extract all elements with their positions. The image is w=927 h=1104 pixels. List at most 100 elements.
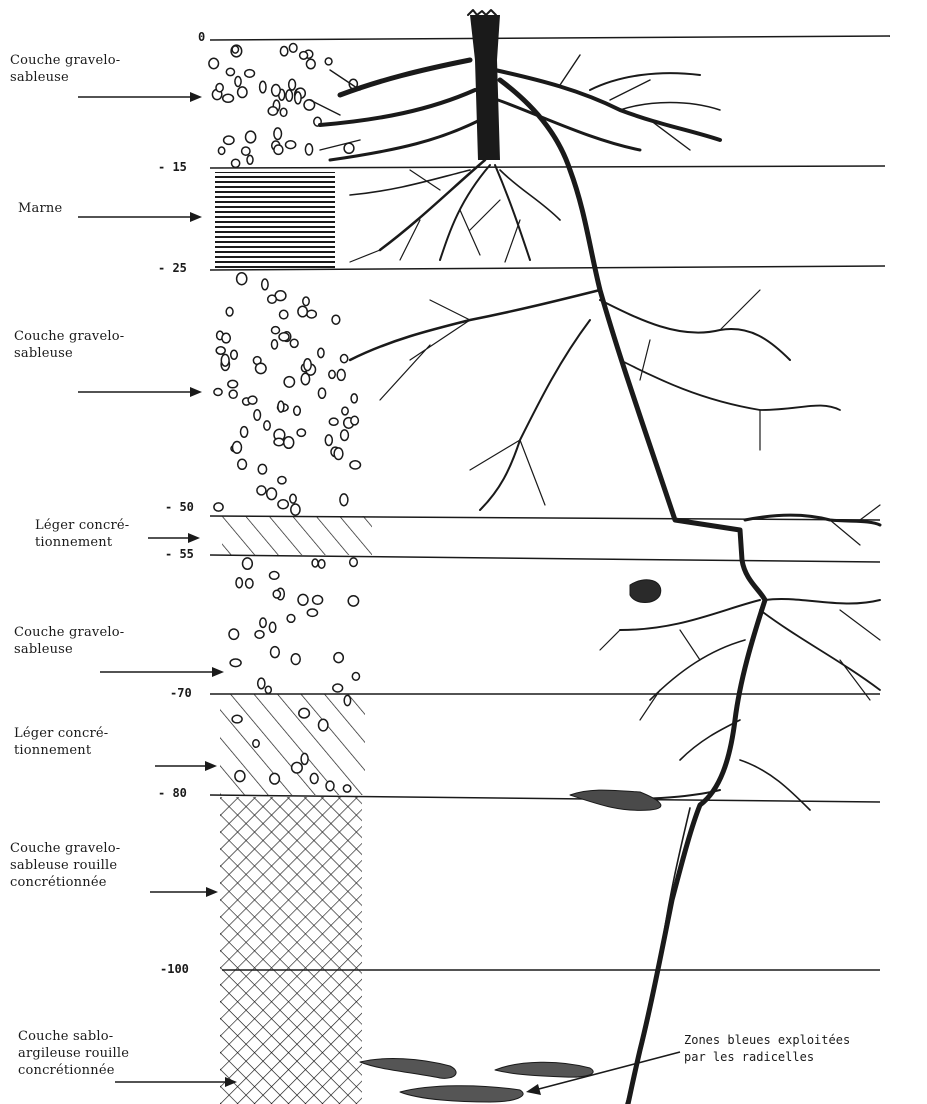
gravel-pebble [298, 306, 307, 317]
marl-texture [215, 172, 335, 268]
depth-marker-50: - 50 [165, 500, 194, 514]
blue-zone-2 [570, 790, 661, 810]
gravel-pebble [290, 339, 298, 347]
blue-zone-4 [495, 1062, 593, 1077]
gravel-pebble [237, 273, 247, 285]
gravel-pebble [290, 494, 296, 503]
gravel-pebble [268, 295, 277, 303]
gravel-pebble [334, 448, 343, 460]
gravel-pebble [344, 143, 354, 153]
depth-marker-25: - 25 [158, 261, 187, 275]
gravel-pebble [291, 654, 300, 665]
layer-label-7: Couche gravelo- sableuse rouille concrét… [10, 840, 120, 891]
gravel-pebble [229, 390, 237, 398]
gravel-pebble [243, 558, 253, 569]
gravel-pebble [246, 579, 253, 588]
gravel-texture-2 [214, 273, 361, 516]
horizon-line-0 [210, 36, 890, 40]
gravel-pebble [278, 500, 288, 509]
layer-label-8: Couche sablo- argileuse rouille concréti… [18, 1028, 129, 1079]
gravel-pebble [258, 464, 266, 474]
depth-marker-0: 0 [198, 30, 205, 44]
gravel-pebble [332, 315, 340, 324]
gravel-pebble [271, 647, 280, 658]
horizon-line-55 [210, 555, 880, 562]
gravel-pebble [312, 559, 318, 567]
layer-label-3: Couche gravelo- sableuse [14, 328, 124, 362]
gravel-pebble [255, 631, 264, 639]
trunk-base [470, 15, 500, 160]
gravel-pebble [351, 394, 357, 403]
gravel-pebble [351, 416, 359, 425]
gravel-pebble [231, 350, 238, 359]
gravel-pebble [216, 84, 223, 92]
gravel-pebble [248, 396, 257, 404]
gravel-pebble [299, 708, 310, 718]
gravel-pebble [270, 572, 279, 580]
gravel-pebble [230, 659, 241, 667]
gravel-pebble [295, 92, 301, 104]
gravel-pebble [329, 370, 335, 378]
layer-label-5: Couche gravelo- sableuse [14, 624, 124, 658]
gravel-pebble [268, 107, 277, 115]
gravel-pebble [337, 369, 345, 380]
gravel-pebble [267, 488, 277, 500]
gravel-pebble [258, 678, 265, 689]
gravel-pebble [265, 686, 271, 693]
gravel-pebble [343, 785, 350, 792]
gravel-pebble [222, 333, 230, 343]
gravel-pebble [238, 459, 247, 469]
gravel-pebble [236, 578, 242, 588]
gravel-pebble [280, 47, 287, 56]
gravel-pebble [272, 340, 278, 349]
gravel-pebble [274, 145, 283, 154]
gravel-pebble [305, 144, 312, 155]
gravel-pebble [307, 609, 317, 616]
gravel-texture-1 [209, 44, 358, 168]
gravel-pebble [232, 159, 240, 167]
gravel-pebble [226, 307, 233, 316]
gravel-pebble [300, 52, 308, 60]
gravel-pebble [292, 762, 303, 773]
gravel-pebble [269, 622, 275, 632]
layer-label-1: Couche gravelo- sableuse [10, 52, 120, 86]
gravel-pebble [272, 85, 281, 97]
gravel-pebble [307, 310, 316, 318]
gravel-pebble [254, 410, 261, 421]
gravel-pebble [301, 373, 309, 384]
gravel-pebble [350, 461, 361, 469]
blue-zone-5 [400, 1086, 523, 1102]
gravel-pebble [246, 131, 256, 143]
gravel-pebble [274, 438, 284, 445]
gravel-pebble [242, 147, 250, 155]
layer-label-2: Marne [18, 200, 62, 217]
gravel-pebble [245, 70, 255, 78]
gravel-pebble [301, 753, 308, 764]
gravel-pebble [333, 684, 343, 692]
gravel-pebble [224, 136, 234, 144]
gravel-pebble [325, 435, 332, 446]
gravel-pebble [348, 596, 358, 606]
layer-label-4: Léger concré- tionnement [35, 517, 129, 551]
gravel-pebble [340, 494, 348, 506]
layer-label-6: Léger concré- tionnement [14, 725, 108, 759]
gravel-pebble [218, 147, 224, 154]
depth-marker-15: - 15 [158, 160, 187, 174]
gravel-pebble [278, 401, 284, 412]
depth-marker-100: -100 [160, 962, 189, 976]
concretion-texture-1 [222, 516, 372, 555]
crosshatch-texture [220, 797, 362, 1104]
gravel-pebble [310, 773, 318, 783]
gravel-pebble [280, 108, 287, 116]
depth-marker-55: - 55 [165, 547, 194, 561]
soil-column [209, 44, 372, 1104]
gravel-pebble [286, 90, 293, 101]
gravel-pebble [223, 94, 234, 102]
gravel-pebble [325, 58, 332, 65]
gravel-pebble [241, 427, 248, 438]
gravel-pebble [286, 141, 296, 149]
gravel-pebble [260, 81, 266, 93]
gravel-pebble [272, 327, 280, 334]
gravel-pebble [350, 558, 358, 567]
gravel-pebble [226, 68, 234, 75]
